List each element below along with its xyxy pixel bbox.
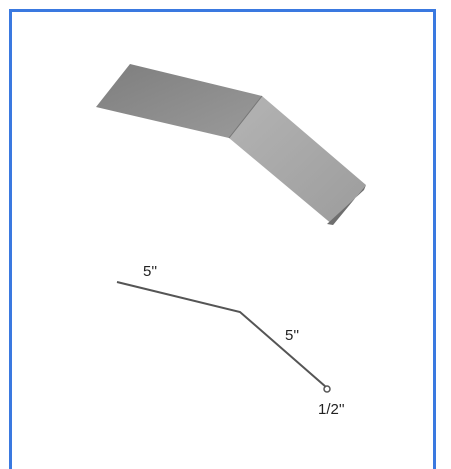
flashing-left-face <box>96 64 262 138</box>
flashing-3d-render <box>96 64 366 225</box>
flashing-right-face <box>229 96 366 225</box>
product-card <box>9 9 436 469</box>
profile-drawing: 5'' 5'' 1/2'' <box>116 263 345 418</box>
flashing-bend-line <box>228 95 263 139</box>
hem-circle <box>323 385 331 393</box>
flashing-hem-edge <box>327 185 366 225</box>
hem-label: 1/2'' <box>318 401 345 418</box>
profile-line <box>116 281 327 388</box>
first-leg-label: 5'' <box>143 263 157 280</box>
second-leg-label: 5'' <box>285 327 299 344</box>
